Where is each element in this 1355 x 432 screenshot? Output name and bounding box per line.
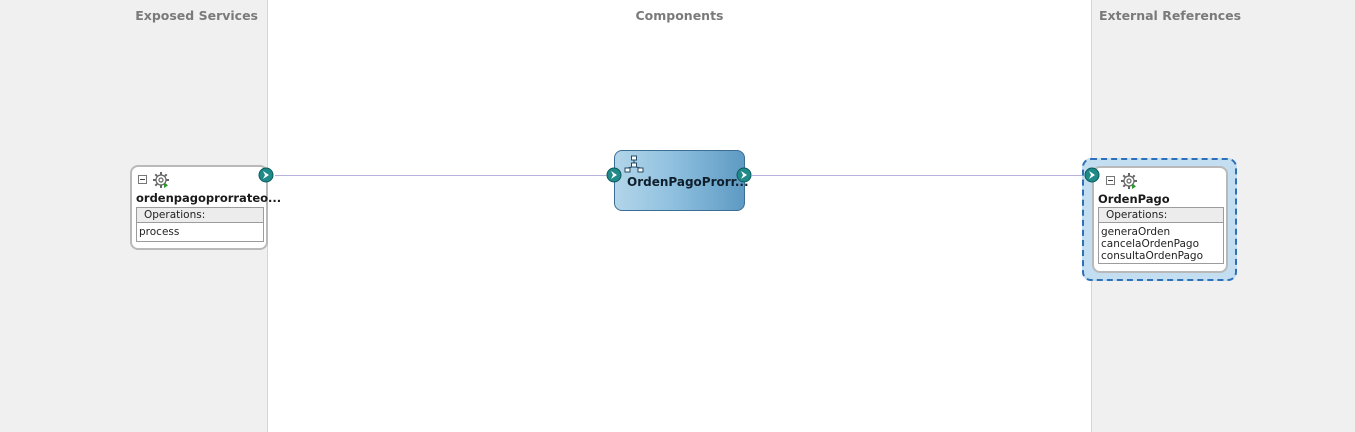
bpel-process-icon [624, 155, 644, 173]
external-reference-box[interactable]: OrdenPago Operations: generaOrden cancel… [1092, 166, 1228, 273]
operations-box: Operations: process [136, 207, 264, 242]
operation-item[interactable]: cancelaOrdenPago [1101, 238, 1200, 250]
exposed-service-name: ordenpagoprorrateo... [136, 191, 282, 205]
operations-header: Operations: [137, 208, 263, 223]
operations-box: Operations: generaOrden cancelaOrdenPago… [1098, 207, 1224, 264]
collapse-toggle-icon[interactable] [1106, 176, 1115, 185]
component-reference-port-icon[interactable] [736, 167, 752, 183]
exposed-service-box[interactable]: ordenpagoprorrateo... Operations: proces… [130, 165, 281, 250]
reference-port-icon[interactable] [1084, 167, 1100, 183]
external-references-title: External References [1099, 8, 1242, 23]
operations-header: Operations: [1099, 208, 1223, 223]
components-title: Components [635, 8, 724, 23]
operation-item[interactable]: consultaOrdenPago [1101, 250, 1204, 262]
component-name: OrdenPagoProrr... [627, 175, 749, 189]
bpel-component[interactable]: OrdenPagoProrr... [614, 150, 749, 211]
service-port-icon[interactable] [258, 167, 274, 183]
wire-component-to-reference[interactable] [752, 175, 1084, 176]
collapse-toggle-icon[interactable] [138, 175, 147, 184]
gear-service-icon [1121, 173, 1137, 189]
exposed-services-title: Exposed Services [135, 8, 258, 23]
operation-item[interactable]: process [139, 226, 180, 238]
gear-service-icon [153, 172, 169, 188]
wire-service-to-component[interactable] [275, 175, 608, 176]
component-service-port-icon[interactable] [606, 167, 622, 183]
external-reference-name: OrdenPago [1098, 192, 1170, 206]
components-lane: Components [268, 0, 1091, 432]
operation-item[interactable]: generaOrden [1101, 226, 1171, 238]
